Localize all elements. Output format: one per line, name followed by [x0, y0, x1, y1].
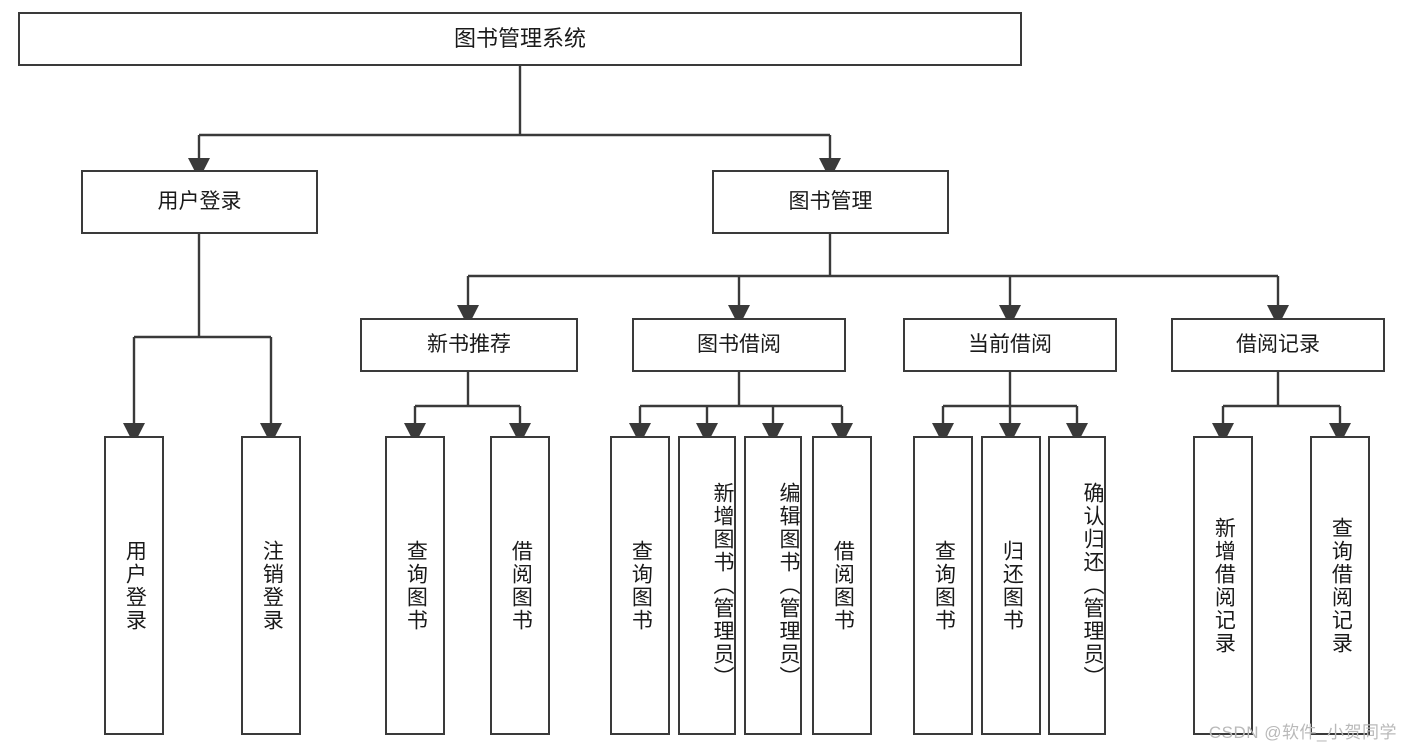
node-book-manage[interactable]: 图书管理 [712, 170, 949, 234]
leaf-query-book-current[interactable]: 查询图书 [913, 436, 973, 735]
leaf-add-book-admin[interactable]: 新增图书（管理员） [678, 436, 736, 735]
leaf-query-book-new[interactable]: 查询图书 [385, 436, 445, 735]
node-book-borrow[interactable]: 图书借阅 [632, 318, 846, 372]
leaf-add-borrow-record[interactable]: 新增借阅记录 [1193, 436, 1253, 735]
leaf-return-book[interactable]: 归还图书 [981, 436, 1041, 735]
leaf-user-login[interactable]: 用户登录 [104, 436, 164, 735]
leaf-query-borrow-record[interactable]: 查询借阅记录 [1310, 436, 1370, 735]
leaf-query-book-borrow[interactable]: 查询图书 [610, 436, 670, 735]
node-borrow-record[interactable]: 借阅记录 [1171, 318, 1385, 372]
leaf-borrow-book-borrow[interactable]: 借阅图书 [812, 436, 872, 735]
leaf-logout-login[interactable]: 注销登录 [241, 436, 301, 735]
node-new-book-recommend[interactable]: 新书推荐 [360, 318, 578, 372]
node-root-system[interactable]: 图书管理系统 [18, 12, 1022, 66]
leaf-edit-book-admin[interactable]: 编辑图书（管理员） [744, 436, 802, 735]
watermark-credit: CSDN @软件_小贺同学 [1208, 723, 1397, 742]
leaf-confirm-return-admin[interactable]: 确认归还（管理员） [1048, 436, 1106, 735]
node-user-login[interactable]: 用户登录 [81, 170, 318, 234]
leaf-borrow-book-new[interactable]: 借阅图书 [490, 436, 550, 735]
node-current-borrow[interactable]: 当前借阅 [903, 318, 1117, 372]
